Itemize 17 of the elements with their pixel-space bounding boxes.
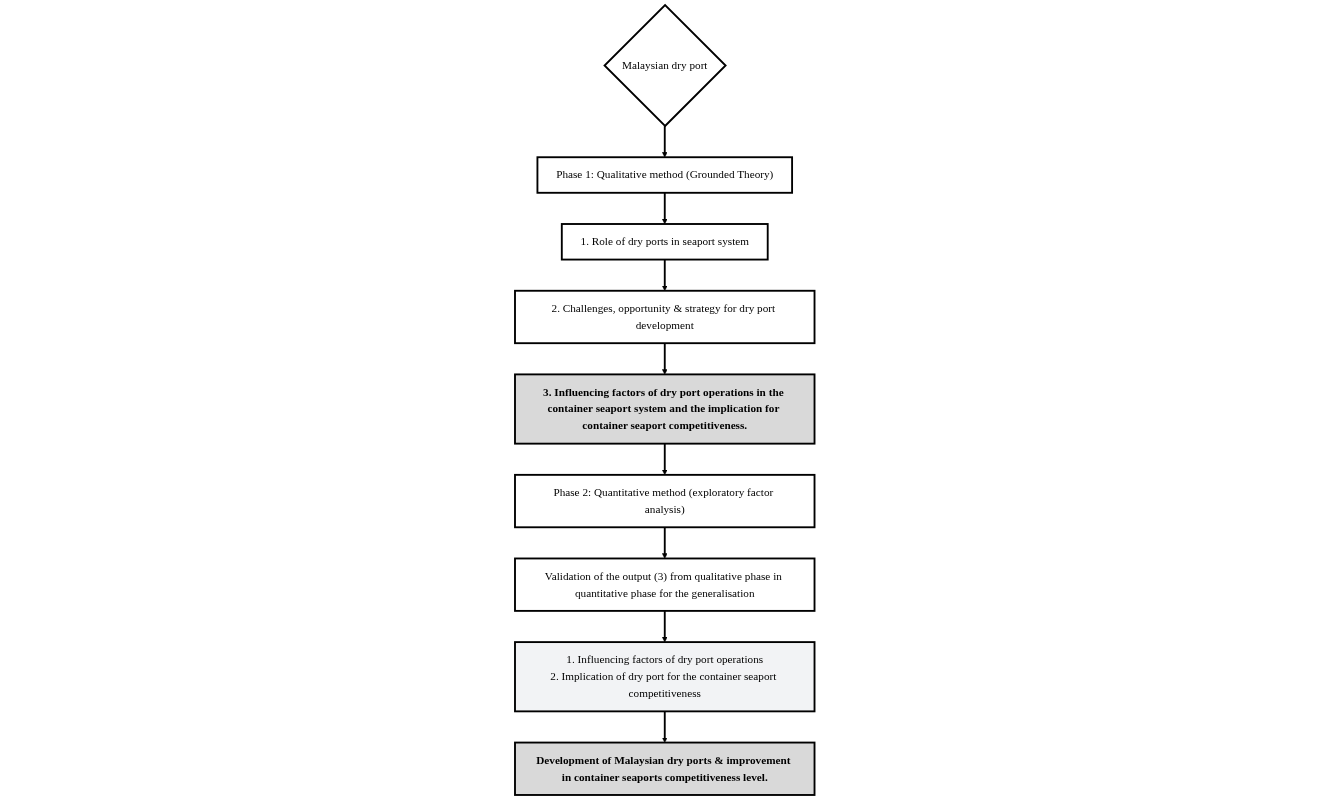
node-box: Phase 1: Qualitative method (Grounded Theory) [536,156,793,194]
node-box: Phase 2: Quantitative method (exploratory factor analysis) [513,473,816,529]
arrow [661,609,668,643]
arrow [661,191,668,225]
node-box: Validation of the output (3) from qualitative phase in quantitative phase for the generalisation [513,557,816,612]
arrow [661,125,668,158]
node-box: 2. Challenges, opportunity & strategy for dry port development [513,289,816,345]
arrow [661,710,668,743]
arrow [661,442,668,476]
node-box: 1. Influencing factors of dry port operations 2. Implication of dry port for the container seaport competitiveness [513,641,816,713]
arrow [661,526,668,559]
node-box: Development of Malaysian dry ports & improvement in container seaports competitiveness level. [513,741,816,796]
node-box: 3. Influencing factors of dry port operations in the container seaport system and the implication for container seaport competitiveness. [513,373,816,445]
arrow [661,342,668,375]
node-box: 1. Role of dry ports in seaport system [560,223,769,261]
node-diamond: Malaysian dry port [602,3,727,128]
arrow [661,258,668,292]
